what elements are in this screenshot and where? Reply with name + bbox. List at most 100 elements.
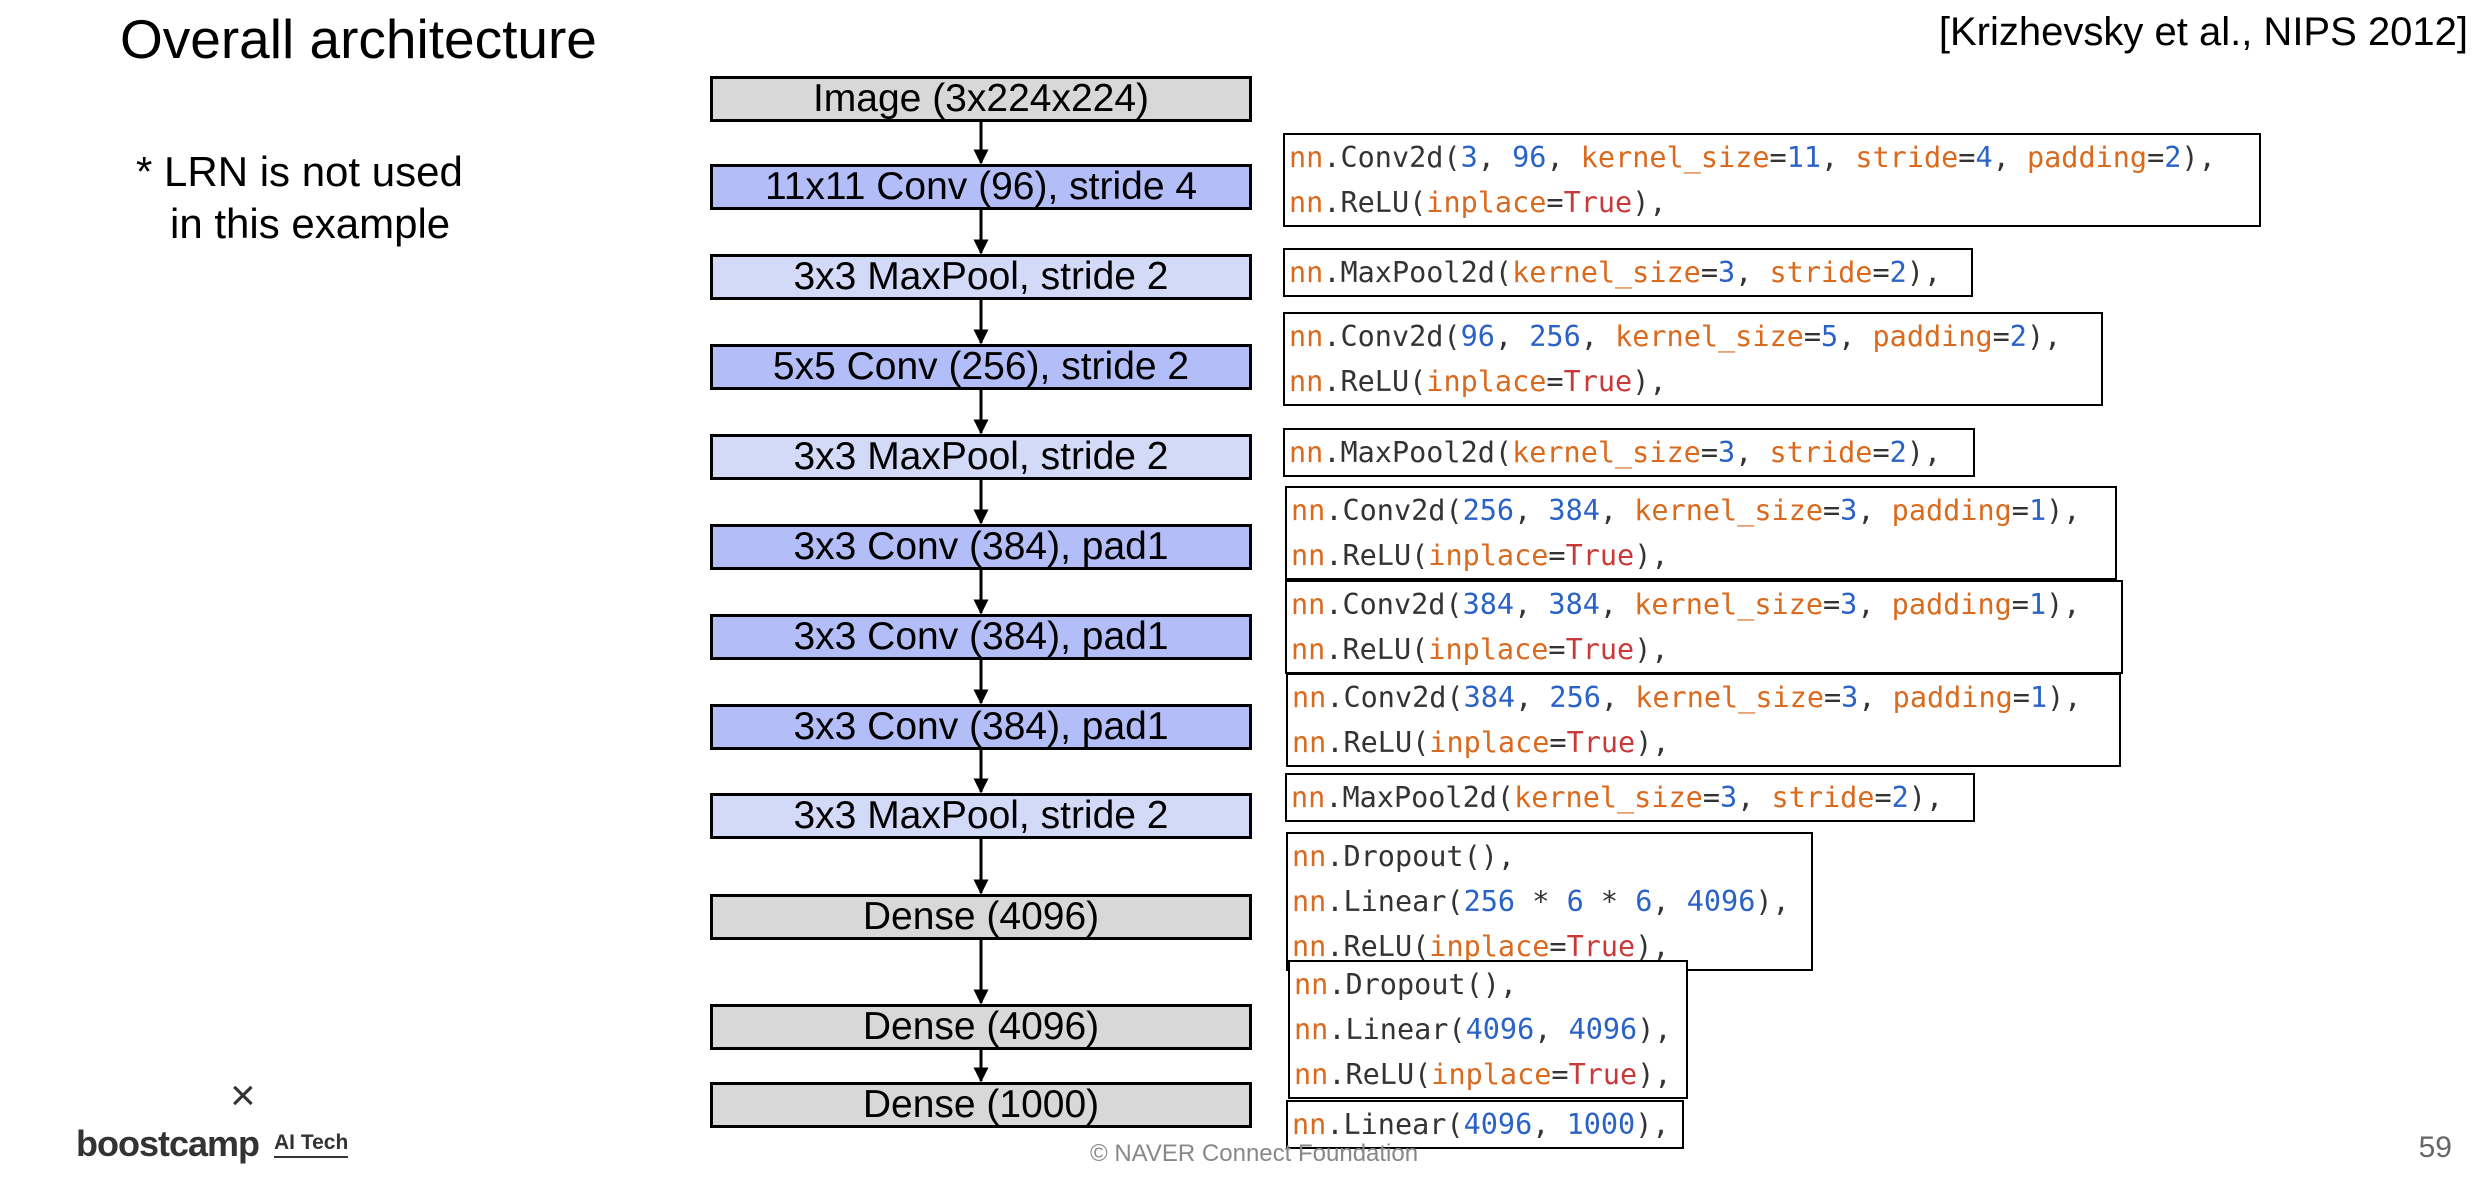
layer-block-10: Dense (4096) [710, 894, 1252, 940]
code-token: = [2147, 141, 2165, 174]
code-token: nn [1294, 1058, 1329, 1091]
code-token: , [1600, 681, 1636, 714]
code-token: 3 [1718, 436, 1736, 469]
code-token: = [1548, 539, 1566, 572]
code-line: nn.Linear(4096, 1000), [1292, 1102, 1678, 1147]
code-token: 2 [2164, 141, 2182, 174]
code-token: .Linear( [1326, 1108, 1464, 1141]
code-token: stride [1855, 141, 1959, 174]
code-token: , [1532, 1108, 1567, 1141]
code-token: 3 [1840, 588, 1858, 621]
code-token: 4096 [1568, 1013, 1638, 1046]
code-line: nn.MaxPool2d(kernel_size=3, stride=2), [1291, 775, 1969, 820]
code-token: , [1735, 436, 1770, 469]
code-token: 4096 [1465, 1013, 1535, 1046]
code-block-7: nn.Conv2d(384, 256, kernel_size=3, paddi… [1286, 673, 2121, 767]
code-line: nn.MaxPool2d(kernel_size=3, stride=2), [1289, 250, 1967, 295]
code-token: = [1872, 256, 1890, 289]
code-token: stride [1769, 256, 1873, 289]
code-token: = [1546, 186, 1564, 219]
code-token: True [1568, 1058, 1638, 1091]
code-token: 3 [1840, 494, 1858, 527]
code-block-1: nn.Conv2d(3, 96, kernel_size=11, stride=… [1283, 133, 2261, 227]
code-block-6: nn.Conv2d(384, 384, kernel_size=3, paddi… [1285, 580, 2123, 674]
code-block-10: nn.Dropout(),nn.Linear(4096, 4096),nn.Re… [1288, 960, 1688, 1099]
code-line: nn.Conv2d(96, 256, kernel_size=5, paddin… [1289, 314, 2097, 359]
code-token: padding [1891, 588, 2012, 621]
code-token: = [1803, 320, 1821, 353]
code-token: , [1599, 494, 1635, 527]
page-number: 59 [2418, 1131, 2452, 1164]
code-block-9: nn.Dropout(),nn.Linear(256 * 6 * 6, 4096… [1286, 832, 1813, 971]
code-line: nn.ReLU(inplace=True), [1291, 627, 2117, 672]
code-token: , [1857, 494, 1892, 527]
code-token: ), [2046, 588, 2081, 621]
code-token: , [1580, 320, 1616, 353]
code-line: nn.Dropout(), [1292, 834, 1807, 879]
code-token: .ReLU( [1325, 633, 1429, 666]
code-token: .ReLU( [1326, 726, 1430, 759]
code-token: .Conv2d( [1326, 681, 1464, 714]
code-token: = [2011, 588, 2029, 621]
code-token: 6 [1566, 885, 1584, 918]
code-token: = [1958, 141, 1976, 174]
boostcamp-logo: boostcamp [76, 1123, 260, 1164]
code-token: , [1857, 588, 1892, 621]
code-token: nn [1294, 968, 1329, 1001]
code-token: 4 [1975, 141, 1993, 174]
code-token: True [1563, 365, 1633, 398]
code-token: 1000 [1566, 1108, 1636, 1141]
code-token: nn [1291, 539, 1326, 572]
code-token: , [1858, 681, 1893, 714]
code-token: ), [1906, 256, 1942, 289]
layer-block-11: Dense (4096) [710, 1004, 1252, 1050]
code-token: = [2012, 681, 2030, 714]
code-token: , [1494, 320, 1530, 353]
code-token: = [1872, 436, 1890, 469]
code-token: .ReLU( [1328, 1058, 1432, 1091]
code-line: nn.Dropout(), [1294, 962, 1682, 1007]
code-token: kernel_size [1615, 320, 1804, 353]
code-token: ), [1632, 186, 1667, 219]
code-block-11: nn.Linear(4096, 1000), [1286, 1100, 1684, 1149]
code-token: * [1515, 885, 1567, 918]
code-token: = [1551, 1058, 1569, 1091]
code-token: 256 [1463, 885, 1516, 918]
code-token: 2 [1891, 781, 1909, 814]
code-token: .Linear( [1328, 1013, 1466, 1046]
code-token: , [1514, 588, 1549, 621]
code-token: , [1515, 681, 1550, 714]
code-token: ), [1906, 436, 1942, 469]
code-token: kernel_size [1512, 436, 1701, 469]
code-token: inplace [1428, 633, 1549, 666]
code-token: stride [1771, 781, 1875, 814]
code-token: .Linear( [1326, 885, 1464, 918]
code-token: 1 [2029, 681, 2048, 714]
code-line: nn.ReLU(inplace=True), [1292, 924, 1807, 969]
code-token: , [1652, 885, 1687, 918]
code-token: padding [1892, 681, 2013, 714]
code-block-8: nn.MaxPool2d(kernel_size=3, stride=2), [1285, 773, 1975, 822]
layer-block-3: 3x3 MaxPool, stride 2 [710, 254, 1252, 300]
code-token: = [1546, 365, 1564, 398]
code-token: inplace [1426, 186, 1547, 219]
code-token: 5 [1821, 320, 1839, 353]
code-token: kernel_size [1634, 494, 1823, 527]
layer-block-7: 3x3 Conv (384), pad1 [710, 614, 1252, 660]
code-token: 1 [2028, 588, 2047, 621]
code-token: ), [1634, 539, 1669, 572]
code-token: = [1548, 633, 1566, 666]
lrn-note-line1: * LRN is not used [136, 148, 463, 195]
code-block-5: nn.Conv2d(256, 384, kernel_size=3, paddi… [1285, 486, 2117, 580]
code-token: nn [1289, 141, 1324, 174]
code-token: nn [1289, 186, 1324, 219]
code-line: nn.ReLU(inplace=True), [1292, 720, 2115, 765]
code-token: = [1700, 436, 1718, 469]
code-token: , [1735, 256, 1770, 289]
code-line: nn.Conv2d(3, 96, kernel_size=11, stride=… [1289, 135, 2255, 180]
code-token: = [1822, 494, 1841, 527]
code-token: = [1822, 588, 1841, 621]
code-token: ), [1635, 1108, 1670, 1141]
code-token: 384 [1548, 588, 1600, 621]
